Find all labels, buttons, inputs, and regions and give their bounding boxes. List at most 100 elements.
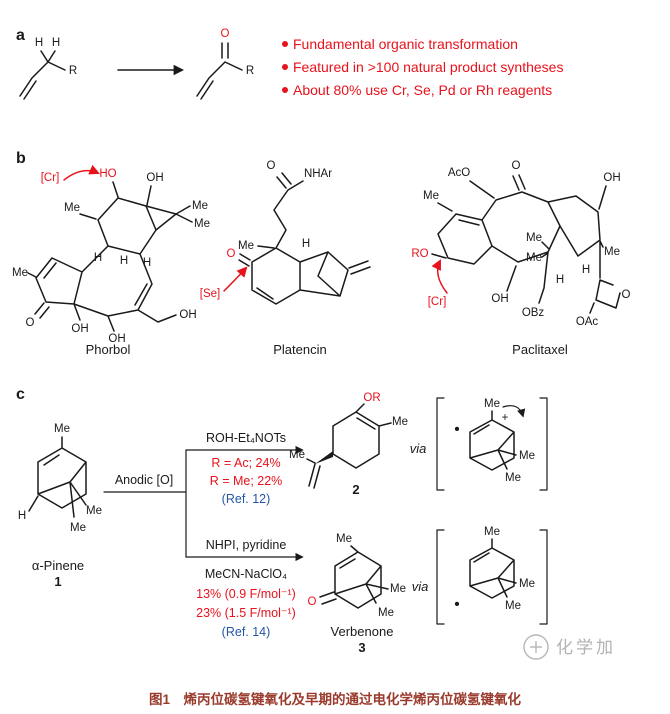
bullet-item: Featured in >100 natural product synthes…	[293, 59, 563, 75]
intermediate-2-skeleton	[469, 538, 517, 599]
pinene-me-gem2-label: Me	[70, 522, 86, 534]
bottom-yield2-label: 23% (1.5 F/mol⁻¹)	[196, 606, 296, 620]
watermark-text: 化学加	[556, 638, 616, 657]
pinene-structure: Me Me Me H α-Pinene 1	[18, 423, 102, 589]
enone-product-structure: O R	[196, 28, 254, 100]
verbenone-me-gem2-label: Me	[378, 607, 394, 619]
top-yield1-label: R = Ac; 24%	[211, 456, 280, 470]
pinene-skeleton	[28, 436, 87, 518]
intermediate-1-brackets	[436, 397, 548, 491]
bullet-list: Fundamental organic transformation Featu…	[282, 36, 563, 98]
bottom-reagent-label: NHPI, pyridine	[206, 538, 287, 552]
platencin-name: Platencin	[273, 342, 326, 357]
substrate-skeleton	[19, 50, 66, 100]
arrow-stem	[103, 449, 187, 558]
phorbol-me-gem1-label: Me	[192, 200, 208, 212]
bottom-path-conditions: NHPI, pyridine MeCN-NaClO₄ 13% (0.9 F/mo…	[196, 538, 296, 639]
via-label-top: via	[410, 441, 427, 456]
pinene-number: 1	[54, 574, 61, 589]
bullet-item: Fundamental organic transformation	[293, 36, 518, 52]
phorbol-name: Phorbol	[86, 342, 131, 357]
enone-skeleton	[196, 42, 243, 100]
enone-r-label: R	[246, 65, 254, 77]
figure-caption: 图1 烯丙位碳氢键氧化及早期的通过电化学烯丙位碳氢键氧化	[149, 691, 522, 707]
verbenone-me-gem1-label: Me	[390, 583, 406, 595]
bullet-icon	[282, 87, 288, 93]
intermediate-1-structure: Me Me Me • +	[436, 397, 548, 491]
top-reagent-label: ROH-Et₄NOTs	[206, 431, 286, 445]
se-highlight-arrow	[223, 266, 248, 292]
shift-curved-arrow	[502, 405, 526, 418]
phorbol-h2-label: H	[120, 255, 128, 267]
panel-c-label: c	[16, 386, 25, 403]
product-2-wedge-bond	[315, 451, 333, 464]
paclitaxel-h1-label: H	[556, 274, 564, 286]
substrate-h-right-label: H	[52, 37, 60, 49]
product-2-number: 2	[352, 482, 359, 497]
platencin-o-amide-label: O	[267, 160, 276, 172]
intermediate-2-brackets	[436, 529, 548, 625]
phorbol-me-left-label: Me	[12, 267, 28, 279]
phorbol-ch2oh-label: OH	[179, 309, 196, 321]
phorbol-me-gem2-label: Me	[194, 218, 210, 230]
paclitaxel-oac-label: OAc	[576, 316, 599, 328]
plus-charge: +	[502, 412, 509, 424]
verbenone-o-label: O	[308, 596, 317, 608]
top-yield2-label: R = Me; 22%	[210, 474, 283, 488]
phorbol-cr-label: [Cr]	[41, 172, 60, 184]
paclitaxel-o-oxetane-label: O	[622, 289, 631, 301]
phorbol-me-ring-label: Me	[64, 202, 80, 214]
paclitaxel-skeleton	[431, 174, 621, 314]
paclitaxel-cr-label: [Cr]	[428, 296, 447, 308]
substrate-h-left-label: H	[35, 37, 43, 49]
phorbol-oh-top-label: OH	[146, 172, 163, 184]
paclitaxel-structure: AcO O OH Me Me Me Me RO [Cr] OH H H OBz …	[411, 160, 630, 357]
bottom-ref-label: (Ref. 14)	[222, 625, 271, 639]
phorbol-h1-label: H	[94, 252, 102, 264]
substrate-r-label: R	[69, 65, 77, 77]
paclitaxel-oh-mid-label: OH	[491, 293, 508, 305]
pinene-me-top-label: Me	[54, 423, 70, 435]
top-ref-label: (Ref. 12)	[222, 492, 271, 506]
panel-b-label: b	[16, 150, 26, 167]
watermark-plus-icon	[530, 641, 542, 653]
pinene-name: α-Pinene	[32, 558, 84, 573]
cr-highlight-arrow-2	[431, 259, 448, 294]
via-label-bottom: via	[412, 579, 429, 594]
phorbol-skeleton	[27, 181, 193, 332]
verbenone-skeleton	[319, 545, 389, 609]
product-2-skeleton	[306, 403, 392, 489]
platencin-se-label: [Se]	[200, 288, 220, 300]
watermark: 化学加	[523, 634, 616, 660]
intermediate-2-structure: Me Me Me •	[436, 526, 548, 625]
platencin-o-ketone-label: O	[227, 248, 236, 260]
product-2-me-label: Me	[392, 416, 408, 428]
verbenone-name: Verbenone	[331, 624, 394, 639]
scheme-arrows: Anodic [O]	[103, 445, 304, 562]
paclitaxel-me-a-label: Me	[423, 190, 439, 202]
pinene-me-gem1-label: Me	[86, 505, 102, 517]
phorbol-oh-a-label: OH	[71, 323, 88, 335]
platencin-skeleton	[238, 172, 371, 305]
radical-dot: •	[454, 421, 459, 438]
intermediate-1-skeleton	[469, 410, 517, 471]
paclitaxel-aco-label: AcO	[448, 167, 470, 179]
paclitaxel-obz-label: OBz	[522, 307, 545, 319]
platencin-me-label: Me	[238, 240, 254, 252]
intermediate-2-me-gem1-label: Me	[519, 578, 535, 590]
product-2-structure: OR Me Me 2	[289, 392, 408, 497]
paclitaxel-oh-top-label: OH	[603, 172, 620, 184]
intermediate-1-me-gem1-label: Me	[519, 450, 535, 462]
top-path-conditions: ROH-Et₄NOTs R = Ac; 24% R = Me; 22% (Ref…	[206, 431, 286, 506]
platencin-nhar-label: NHAr	[304, 168, 332, 180]
radical-dot-2: •	[454, 596, 459, 613]
bullet-icon	[282, 41, 288, 47]
panel-a-label: a	[16, 27, 25, 44]
phorbol-h3-label: H	[143, 257, 151, 269]
panel-b: b [Cr] H O OH Me Me Me Me H H H O OH OH O…	[12, 150, 631, 357]
bottom-solvent-label: MeCN-NaClO₄	[205, 567, 287, 581]
bullet-icon	[282, 64, 288, 70]
phorbol-oh-b-label: OH	[108, 333, 125, 345]
phorbol-o-ketone-label: O	[26, 317, 35, 329]
